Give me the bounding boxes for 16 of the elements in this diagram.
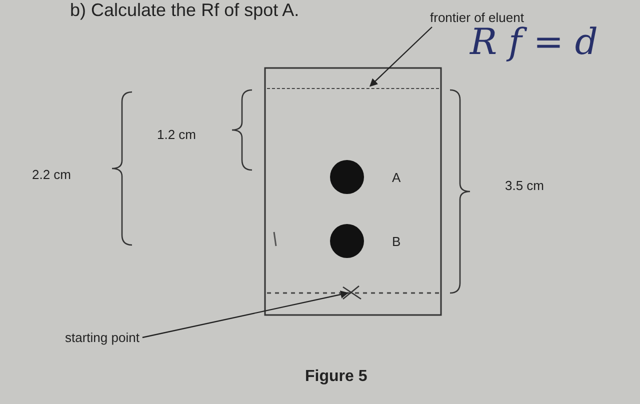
spot-label: B	[392, 234, 401, 249]
dimension-label: 1.2 cm	[157, 127, 196, 142]
handwritten-formula: R f = d	[470, 22, 598, 63]
solvent-front-line	[267, 88, 439, 89]
callout-text: starting point	[65, 330, 140, 345]
question-text: b) Calculate the Rf of spot A.	[70, 0, 300, 20]
leader-line	[369, 26, 432, 87]
leader-line	[142, 290, 349, 338]
dimension-label: 3.5 cm	[505, 178, 544, 193]
origin-cross	[341, 285, 363, 301]
spot	[330, 160, 364, 194]
spot-label: A	[392, 170, 401, 185]
figure-caption: Figure 5	[305, 368, 368, 386]
dimension-label: 2.2 cm	[32, 167, 72, 182]
spot	[330, 224, 364, 258]
callout-text: frontier of eluent	[430, 10, 524, 25]
